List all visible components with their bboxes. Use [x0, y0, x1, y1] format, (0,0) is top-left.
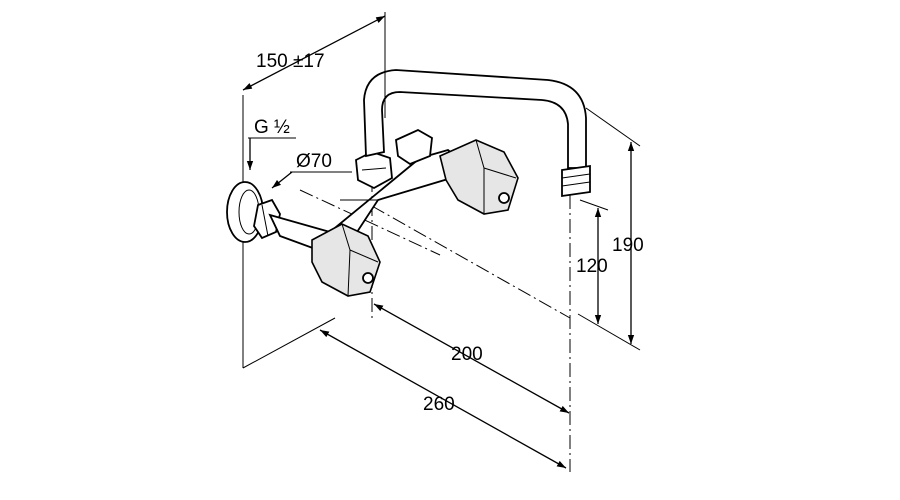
- center-lines: [299, 178, 571, 472]
- spout-reach-label: 200: [451, 344, 483, 365]
- total-reach-label: 260: [423, 394, 455, 415]
- dimension-spout-height: 190: [577, 107, 644, 351]
- dimension-rosette-diameter: Ø70: [271, 151, 352, 189]
- dimension-wall-distance: 150 ±17: [242, 12, 386, 118]
- dimension-thread: G ½: [246, 117, 296, 170]
- dimension-spout-reach: 200: [373, 303, 570, 414]
- left-connection-nut: [253, 198, 281, 240]
- outlet-height-label: 120: [576, 256, 608, 277]
- spout-aerator: [561, 164, 591, 198]
- rear-handle: [439, 139, 519, 215]
- dimension-outlet-height: 120: [576, 199, 609, 324]
- spout-nut: [355, 151, 393, 190]
- rosette-diameter-label: Ø70: [296, 151, 332, 172]
- dimension-total-reach: 260: [319, 329, 567, 469]
- rear-valve-nut: [395, 128, 433, 166]
- faucet-body: [226, 69, 591, 297]
- spout-height-label: 190: [612, 235, 644, 256]
- front-handle: [311, 223, 381, 297]
- wall-distance-label: 150 ±17: [256, 51, 325, 72]
- thread-label: G ½: [254, 117, 290, 138]
